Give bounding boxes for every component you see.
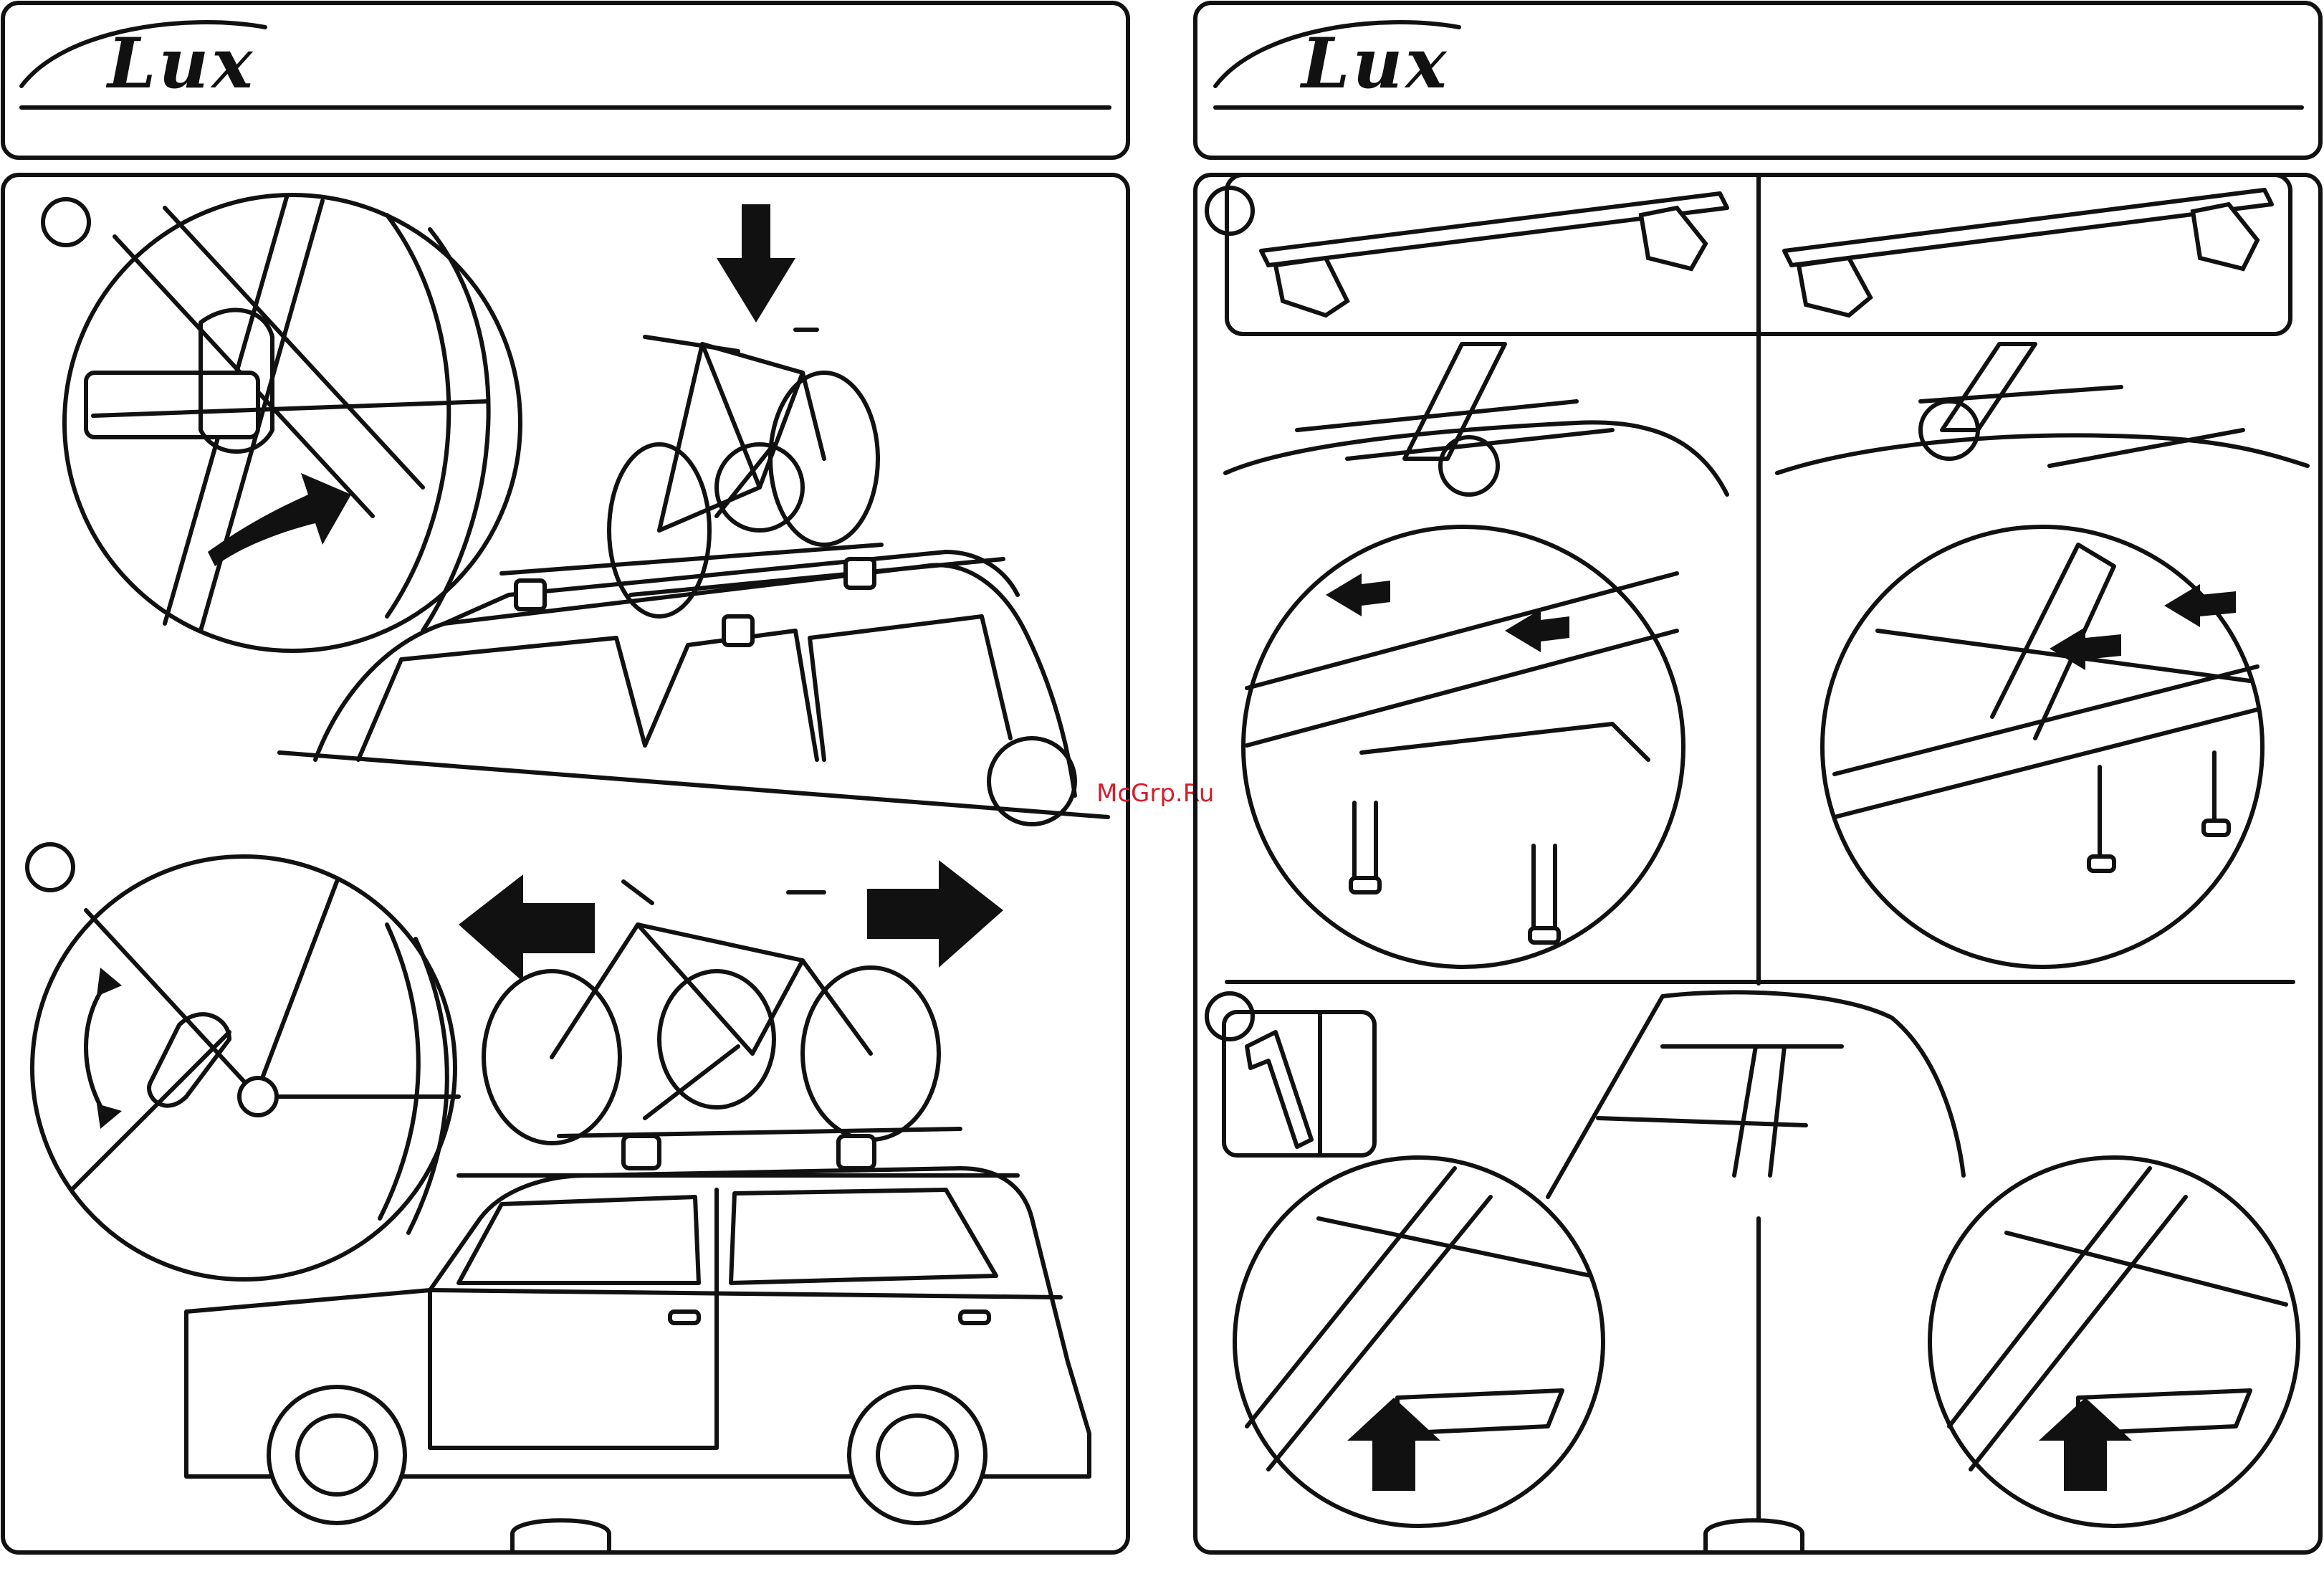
step-1-detail-a-drawing bbox=[1247, 573, 1677, 943]
step-2-circle bbox=[27, 844, 73, 890]
right-arrow-icon bbox=[867, 860, 1003, 968]
left-page-tab bbox=[512, 1520, 609, 1552]
step-1-detail-drawing bbox=[86, 197, 489, 631]
left-logo-text: Lux bbox=[105, 23, 256, 104]
left-page-wave-divider bbox=[279, 753, 1108, 817]
step-1-roof-b bbox=[1777, 344, 2308, 473]
right-page: Lux bbox=[1195, 3, 2320, 1552]
up-arrow-icon bbox=[2039, 1398, 2132, 1491]
step-2-roof-illustration bbox=[1548, 992, 1964, 1197]
step-1-circle bbox=[1207, 188, 1253, 234]
step-1-detail-a-circle bbox=[1243, 527, 1683, 967]
step-1-roof-a bbox=[1225, 344, 1727, 495]
left-page: Lux bbox=[3, 3, 1128, 1552]
right-page-tab bbox=[1706, 1520, 1802, 1552]
right-step-1 bbox=[1207, 175, 2308, 983]
step-2-car-illustration bbox=[186, 1168, 1089, 1523]
pivot-arrow-icon bbox=[86, 982, 107, 1118]
right-logo: Lux bbox=[1215, 22, 1459, 104]
right-logo-text: Lux bbox=[1299, 23, 1450, 104]
step-2-detail-a-drawing bbox=[1247, 1168, 1591, 1491]
step-1-circle bbox=[43, 199, 89, 245]
left-arrow-icon bbox=[459, 874, 595, 982]
allen-key-icon bbox=[1247, 1032, 1311, 1147]
left-step-1 bbox=[43, 195, 1075, 824]
step-2-detail-drawing bbox=[72, 882, 459, 1233]
down-arrow-icon bbox=[717, 204, 795, 323]
roof-bar-option-b bbox=[1784, 190, 2272, 315]
roof-bar-option-a bbox=[1261, 194, 1727, 315]
knob-arrow-icon bbox=[1326, 573, 1390, 616]
step-2-detail-b-drawing bbox=[1949, 1168, 2286, 1491]
rotate-arrow-icon bbox=[208, 473, 351, 566]
left-logo: Lux bbox=[21, 22, 265, 104]
up-arrow-icon bbox=[1347, 1398, 1440, 1491]
step-1-detail-b-drawing bbox=[1835, 545, 2257, 871]
left-step-2 bbox=[27, 844, 1089, 1523]
right-step-2 bbox=[1207, 992, 2298, 1541]
